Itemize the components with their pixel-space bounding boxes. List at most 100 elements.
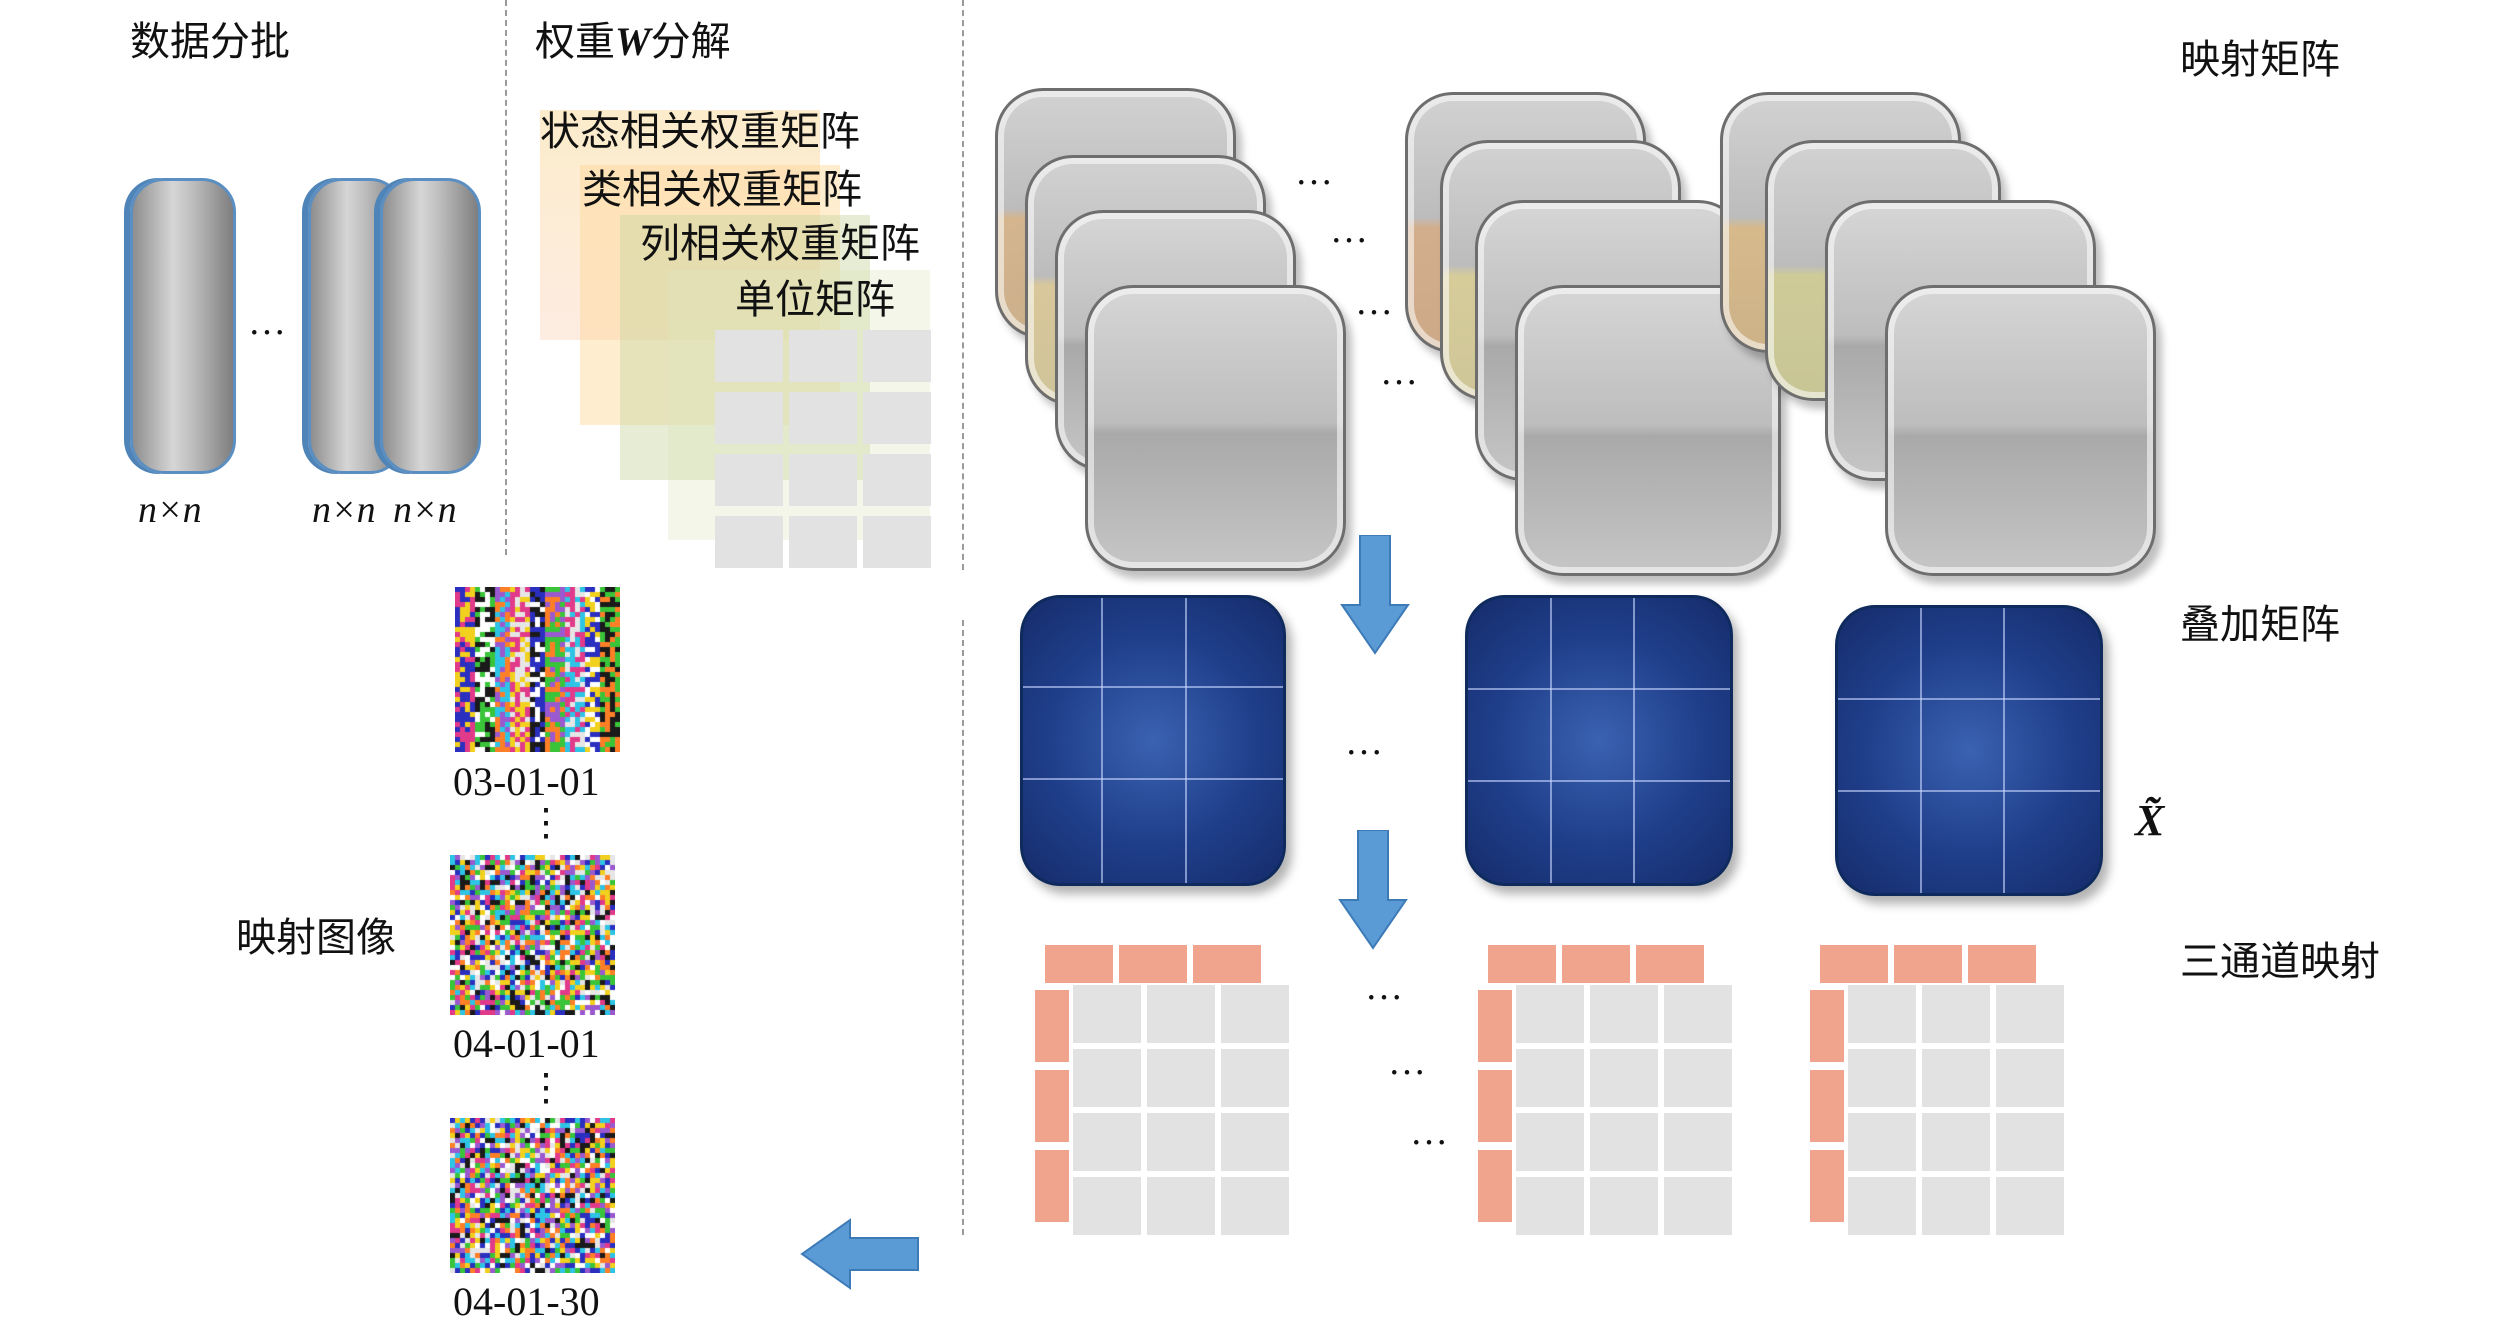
channel-side-cell	[1035, 990, 1069, 1062]
stacked-matrix-1	[1020, 595, 1286, 886]
channel-top-cell	[1820, 945, 1888, 983]
mapped-image-3	[450, 1118, 615, 1273]
layer-state	[540, 110, 820, 340]
batch-title: 数据分批	[130, 19, 290, 65]
channel-cell	[1996, 1049, 2064, 1107]
image-label-2: 04-01-01	[453, 1021, 600, 1066]
batch-block-1	[130, 178, 236, 474]
image-vellipsis-2: ⋮	[527, 1067, 567, 1109]
channel-cell	[1516, 1049, 1584, 1107]
channel-side-cell	[1035, 1150, 1069, 1222]
layer-label-identity: 单位矩阵	[735, 277, 895, 323]
mapping-ellipsis-2: …	[1330, 209, 1370, 251]
stacked-matrix-title: 叠加矩阵	[2180, 602, 2340, 648]
identity-cell	[789, 330, 857, 382]
channel-cell	[1922, 1177, 1990, 1235]
weight-title-post: 分解	[650, 19, 731, 65]
identity-cell	[863, 454, 931, 506]
channel-top-cell	[1193, 945, 1261, 983]
channel-side-cell	[1810, 1070, 1844, 1142]
separator-1	[505, 0, 507, 555]
identity-cell	[715, 454, 783, 506]
channel-cell	[1922, 1049, 1990, 1107]
mapping-card	[1085, 285, 1346, 571]
separator-2	[962, 0, 964, 570]
channel-cell	[1073, 1049, 1141, 1107]
channel-cell	[1221, 1177, 1289, 1235]
channel-cell	[1848, 985, 1916, 1043]
identity-cell	[789, 454, 857, 506]
channel-side-cell	[1035, 1070, 1069, 1142]
channel-side-cell	[1810, 1150, 1844, 1222]
channel-ellipsis-1: …	[1365, 966, 1405, 1008]
channel-cell	[1073, 1113, 1141, 1171]
channel-ellipsis-2: …	[1388, 1041, 1428, 1083]
layer-label-column: 列相关权重矩阵	[640, 221, 920, 267]
channel-cell	[1848, 1113, 1916, 1171]
identity-cell	[789, 392, 857, 444]
channel-cell	[1664, 1177, 1732, 1235]
batch-size-1: n×n	[138, 489, 202, 531]
channel-top-cell	[1488, 945, 1556, 983]
channel-cell	[1664, 1049, 1732, 1107]
mapped-image-2	[450, 855, 615, 1015]
weight-title-pre: 权重	[535, 19, 615, 65]
mapping-ellipsis-1: …	[1295, 151, 1335, 193]
channel-top-cell	[1562, 945, 1630, 983]
image-vellipsis-1: ⋮	[527, 802, 567, 844]
channel-cell	[1221, 1049, 1289, 1107]
weight-title: 权重W分解	[535, 19, 731, 65]
channel-cell	[1147, 1113, 1215, 1171]
identity-cell	[789, 516, 857, 568]
channel-top-cell	[1894, 945, 1962, 983]
channel-cell	[1221, 985, 1289, 1043]
channel-cell	[1147, 1049, 1215, 1107]
channel-cell	[1590, 1049, 1658, 1107]
channel-cell	[1147, 985, 1215, 1043]
arrow-left-icon	[800, 1218, 919, 1290]
channel-cell	[1590, 1177, 1658, 1235]
channel-side-cell	[1478, 990, 1512, 1062]
arrow-down-icon	[1338, 830, 1408, 950]
identity-cell	[715, 330, 783, 382]
channel-side-cell	[1478, 1150, 1512, 1222]
mapped-images-title: 映射图像	[236, 915, 396, 961]
channel-side-cell	[1478, 1070, 1512, 1142]
identity-cell	[715, 392, 783, 444]
image-label-1: 03-01-01	[453, 759, 600, 804]
channel-cell	[1073, 1177, 1141, 1235]
channel-cell	[1516, 985, 1584, 1043]
stacked-ellipsis: …	[1345, 721, 1385, 763]
layer-label-state: 状态相关权重矩阵	[540, 109, 860, 155]
channel-cell	[1922, 1113, 1990, 1171]
channel-cell	[1848, 1177, 1916, 1235]
channel-ellipsis-3: …	[1410, 1111, 1450, 1153]
mapped-image-1	[455, 587, 620, 752]
batch-size-2: n×n	[312, 489, 376, 531]
mapping-ellipsis-3: …	[1355, 281, 1395, 323]
identity-cell	[863, 516, 931, 568]
three-channel-title: 三通道映射	[2180, 939, 2380, 985]
channel-cell	[1848, 1049, 1916, 1107]
channel-cell	[1664, 985, 1732, 1043]
identity-cell	[715, 516, 783, 568]
channel-cell	[1147, 1177, 1215, 1235]
channel-top-cell	[1045, 945, 1113, 983]
batch-size-3: n×n	[393, 489, 457, 531]
layer-label-class: 类相关权重矩阵	[582, 167, 862, 213]
separator-3	[962, 620, 964, 1235]
channel-cell	[1996, 1113, 2064, 1171]
stacked-matrix-2	[1465, 595, 1733, 886]
identity-cell	[863, 330, 931, 382]
channel-cell	[1516, 1177, 1584, 1235]
channel-cell	[1516, 1113, 1584, 1171]
mapping-ellipsis-4: …	[1380, 351, 1420, 393]
tilde-x-label: X̃	[2135, 796, 2165, 845]
arrow-down-icon	[1340, 535, 1410, 655]
channel-top-cell	[1968, 945, 2036, 983]
weight-title-var: W	[615, 19, 651, 64]
stacked-matrix-3	[1835, 605, 2103, 896]
channel-cell	[1922, 985, 1990, 1043]
channel-top-cell	[1119, 945, 1187, 983]
channel-cell	[1996, 985, 2064, 1043]
